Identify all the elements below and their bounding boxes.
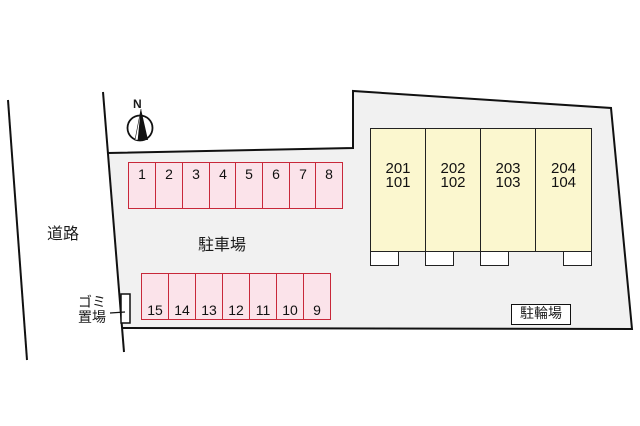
parking-stall: 1: [128, 162, 156, 209]
unit-upper-number: 201: [385, 160, 411, 177]
garbage-label-line2: 置場: [78, 310, 106, 326]
unit-lower-number: 103: [495, 174, 521, 191]
unit-lower-number: 104: [550, 174, 577, 191]
entrance-porch: [425, 251, 454, 266]
road-edge-line: [7, 99, 28, 361]
site-boundary: [107, 89, 634, 331]
parking-stall: 2: [155, 162, 183, 209]
entrance-porch: [563, 251, 592, 266]
compass-north-label: N: [133, 97, 142, 111]
stall-number: 10: [282, 302, 298, 318]
stall-number: 11: [255, 302, 271, 318]
unit-upper-number: 202: [440, 160, 466, 177]
stall-number: 9: [313, 302, 321, 318]
unit-lower-number: 102: [440, 174, 466, 191]
parking-stall: 8: [315, 162, 343, 209]
parking-stall: 15: [141, 273, 169, 320]
parking-stall: 9: [303, 273, 331, 320]
stall-number: 14: [174, 302, 190, 318]
unit-lower-number: 101: [385, 174, 411, 191]
parking-stall: 13: [195, 273, 223, 320]
garbage-leader-line: [109, 311, 126, 314]
bicycle-parking-label: 駐輪場: [511, 304, 571, 325]
parking-stall: 10: [276, 273, 304, 320]
compass-icon: [126, 108, 154, 142]
parking-stall: 5: [235, 162, 263, 209]
stall-number: 13: [201, 302, 217, 318]
garbage-station: [120, 293, 131, 324]
unit-upper-number: 203: [495, 160, 521, 177]
parking-stall: 6: [262, 162, 290, 209]
parking-stall: 12: [222, 273, 250, 320]
parking-stall: 7: [289, 162, 317, 209]
entrance-porch: [480, 251, 509, 266]
garbage-station-label: ゴミ 置場: [78, 296, 106, 326]
road-label: 道路: [47, 224, 80, 243]
entrance-porch: [370, 251, 399, 266]
unit-upper-number: 204: [550, 160, 577, 177]
stall-number: 15: [147, 302, 163, 318]
parking-lot-label: 駐車場: [198, 235, 247, 254]
garbage-label-line1: ゴミ: [78, 295, 106, 311]
parking-stall: 3: [182, 162, 210, 209]
parking-stall: 14: [168, 273, 196, 320]
stall-number: 12: [228, 302, 244, 318]
parking-stall: 4: [209, 162, 237, 209]
parking-stall: 11: [249, 273, 277, 320]
